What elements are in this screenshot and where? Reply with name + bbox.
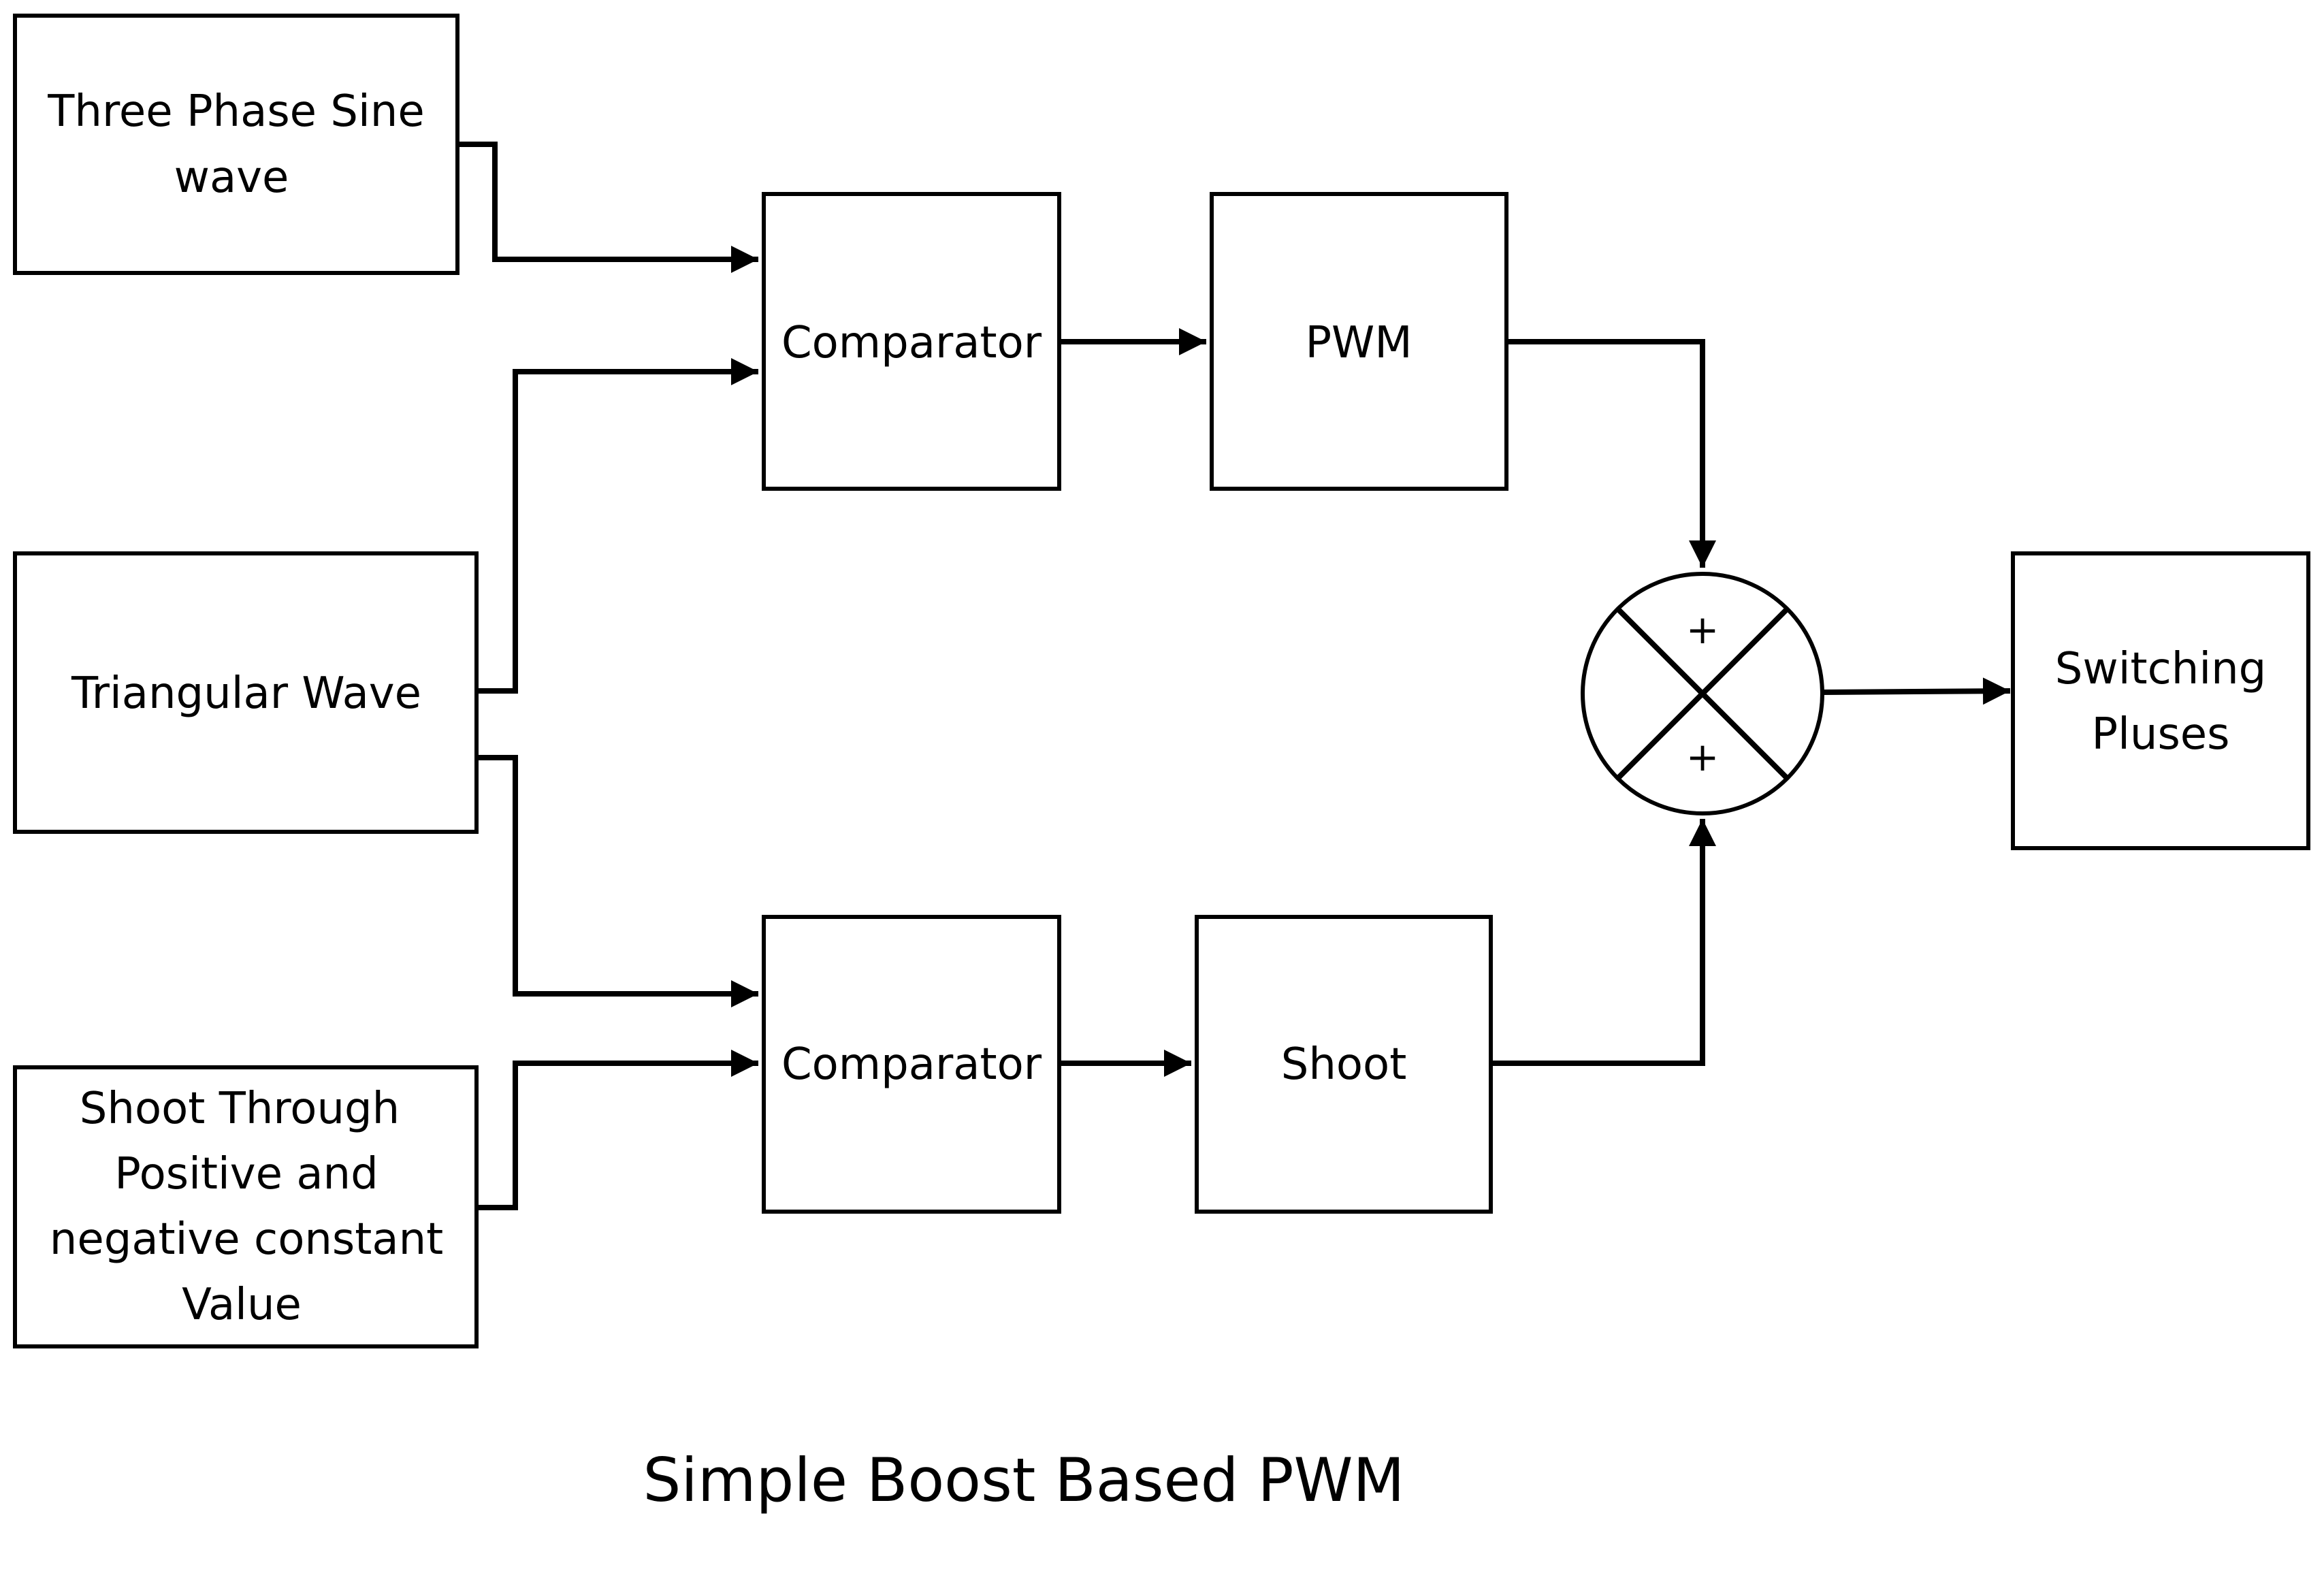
- wire-shoot-through-to-comparator-bottom: [477, 1050, 758, 1210]
- block-pwm-label: PWM: [1305, 318, 1412, 368]
- block-sine-wave-line-1: Three Phase Sine: [47, 86, 424, 137]
- connections: [457, 142, 2011, 1210]
- diagram-title: Simple Boost Based PWM: [643, 1445, 1405, 1515]
- wire-shoot-to-summer: [1491, 819, 1716, 1066]
- wire-pwm-to-summer: [1506, 339, 1716, 568]
- block-triangular-wave: Triangular Wave: [13, 551, 479, 834]
- block-shoot: Shoot: [1195, 915, 1493, 1214]
- block-switching-pulses-line-2: Pluses: [2092, 709, 2230, 760]
- block-comparator-bottom-label: Comparator: [781, 1039, 1042, 1090]
- block-sine-wave-line-2: wave: [174, 152, 289, 203]
- block-shoot-label: Shoot: [1281, 1039, 1407, 1090]
- summing-junction-sign-bottom: +: [1686, 734, 1720, 780]
- block-comparator-bottom: Comparator: [762, 915, 1061, 1214]
- wire-sine-to-comparator-top: [457, 142, 758, 273]
- block-switching-pulses: Switching Pluses: [2011, 551, 2310, 850]
- block-sine-wave: Three Phase Sine wave: [13, 14, 459, 275]
- block-triangular-wave-label: Triangular Wave: [71, 668, 421, 719]
- block-shoot-through-line-2: Positive and: [114, 1149, 378, 1199]
- block-switching-pulses-line-1: Switching: [2055, 644, 2267, 694]
- block-shoot-through-line-3: negative constant: [50, 1214, 443, 1265]
- block-pwm: PWM: [1210, 192, 1508, 491]
- wire-summer-to-switching: [1822, 677, 2011, 705]
- summing-junction-sign-top: +: [1686, 606, 1720, 653]
- wire-triangular-to-comparator-top: [477, 358, 758, 694]
- block-comparator-top-label: Comparator: [781, 318, 1042, 368]
- wire-triangular-to-comparator-bottom: [477, 755, 758, 1007]
- block-comparator-top: Comparator: [762, 192, 1061, 491]
- summing-junction: + +: [1581, 572, 1824, 815]
- block-shoot-through-line-1: Shoot Through: [80, 1084, 400, 1134]
- block-shoot-through: Shoot Through Positive and negative cons…: [13, 1065, 479, 1348]
- block-shoot-through-line-4: Value: [182, 1280, 302, 1330]
